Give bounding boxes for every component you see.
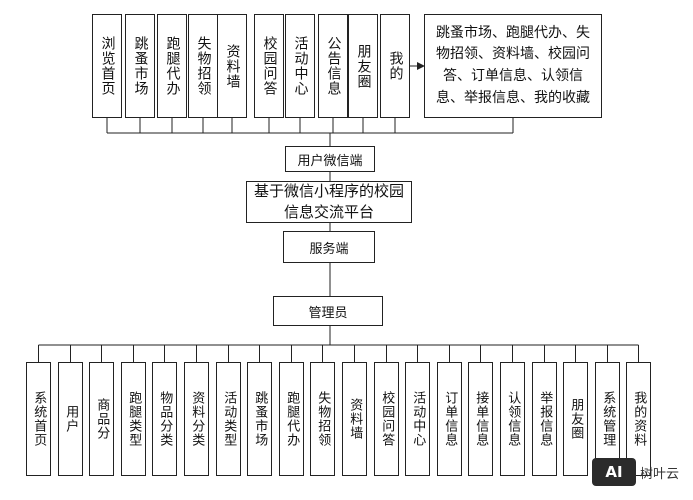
platform-title: 基于微信小程序的校园信息交流平台 bbox=[253, 182, 404, 221]
admin-module-13-box: 活动中心 bbox=[405, 362, 430, 476]
admin-module-16-box: 认领信息 bbox=[500, 362, 525, 476]
user-module-4-box: 失物招领 bbox=[188, 14, 218, 118]
admin-module-9-label: 跑腿代办 bbox=[284, 391, 300, 447]
admin-module-19-box: 系统管理 bbox=[595, 362, 620, 476]
admin-module-12-box: 校园问答 bbox=[374, 362, 399, 476]
admin-module-13-label: 活动中心 bbox=[410, 391, 426, 447]
admin-module-14-box: 订单信息 bbox=[437, 362, 462, 476]
admin-module-15-label: 接单信息 bbox=[473, 391, 489, 447]
admin-module-4-label: 跑腿类型 bbox=[126, 391, 142, 447]
user-client-box: 用户微信端 bbox=[285, 146, 375, 172]
admin-module-6-label: 资料分类 bbox=[189, 391, 205, 447]
admin-module-8-label: 跳蚤市场 bbox=[252, 391, 268, 447]
admin-module-2-box: 用户 bbox=[58, 362, 83, 476]
admin-module-5-box: 物品分类 bbox=[152, 362, 177, 476]
my-submodules-text: 跳蚤市场、跑腿代办、失物招领、资料墙、校园问答、订单信息、认领信息、举报信息、我… bbox=[436, 24, 590, 106]
admin-module-2-label: 用户 bbox=[63, 405, 79, 433]
admin-module-16-label: 认领信息 bbox=[505, 391, 521, 447]
server-label: 服务端 bbox=[309, 241, 349, 257]
watermark-text: 树叶云 bbox=[640, 466, 680, 482]
admin-module-4-box: 跑腿类型 bbox=[121, 362, 146, 476]
admin-box: 管理员 bbox=[273, 296, 383, 326]
user-module-8-label: 公告信息 bbox=[325, 36, 342, 96]
admin-module-10-label: 失物招领 bbox=[315, 391, 331, 447]
admin-module-11-box: 资料墙 bbox=[342, 362, 367, 476]
admin-module-20-box: 我的资料 bbox=[626, 362, 651, 476]
platform-title-box: 基于微信小程序的校园信息交流平台 bbox=[246, 181, 412, 223]
admin-module-6-box: 资料分类 bbox=[184, 362, 209, 476]
user-module-6-box: 校园问答 bbox=[254, 14, 284, 118]
user-module-8-box: 公告信息 bbox=[318, 14, 348, 118]
admin-module-7-box: 活动类型 bbox=[216, 362, 241, 476]
admin-module-5-label: 物品分类 bbox=[157, 391, 173, 447]
user-module-7-box: 活动中心 bbox=[285, 14, 315, 118]
user-client-label: 用户微信端 bbox=[297, 153, 363, 169]
user-module-10-box: 我的 bbox=[380, 14, 410, 118]
server-box: 服务端 bbox=[283, 231, 375, 263]
admin-module-15-box: 接单信息 bbox=[468, 362, 493, 476]
admin-module-9-box: 跑腿代办 bbox=[279, 362, 304, 476]
user-module-3-box: 跑腿代办 bbox=[157, 14, 187, 118]
user-module-9-label: 朋友圈 bbox=[355, 43, 372, 89]
user-module-4-label: 失物招领 bbox=[195, 36, 212, 96]
user-module-1-box: 浏览首页 bbox=[92, 14, 122, 118]
user-module-5-box: 资料墙 bbox=[217, 14, 247, 118]
user-module-1-label: 浏览首页 bbox=[99, 36, 116, 96]
admin-label: 管理员 bbox=[308, 305, 348, 321]
admin-module-3-box: 商品分 bbox=[89, 362, 114, 476]
my-submodules-box: 跳蚤市场、跑腿代办、失物招领、资料墙、校园问答、订单信息、认领信息、举报信息、我… bbox=[424, 14, 602, 118]
admin-module-10-box: 失物招领 bbox=[310, 362, 335, 476]
user-module-10-label: 我的 bbox=[387, 51, 404, 81]
admin-module-1-box: 系统首页 bbox=[26, 362, 51, 476]
user-module-2-box: 跳蚤市场 bbox=[125, 14, 155, 118]
admin-module-17-label: 举报信息 bbox=[537, 391, 553, 447]
admin-module-14-label: 订单信息 bbox=[442, 391, 458, 447]
admin-module-8-box: 跳蚤市场 bbox=[247, 362, 272, 476]
admin-module-7-label: 活动类型 bbox=[221, 391, 237, 447]
admin-module-18-label: 朋友圈 bbox=[568, 398, 584, 440]
user-module-9-box: 朋友圈 bbox=[348, 14, 378, 118]
user-module-2-label: 跳蚤市场 bbox=[132, 36, 149, 96]
admin-module-17-box: 举报信息 bbox=[532, 362, 557, 476]
user-module-3-label: 跑腿代办 bbox=[164, 36, 181, 96]
admin-module-19-label: 系统管理 bbox=[600, 391, 616, 447]
user-module-5-label: 资料墙 bbox=[224, 43, 241, 89]
admin-module-20-label: 我的资料 bbox=[631, 391, 647, 447]
watermark-logo: AI bbox=[592, 458, 636, 486]
watermark: AI 树叶云 bbox=[592, 455, 692, 489]
user-module-6-label: 校园问答 bbox=[261, 36, 278, 96]
admin-module-18-box: 朋友圈 bbox=[563, 362, 588, 476]
admin-module-1-label: 系统首页 bbox=[31, 391, 47, 447]
admin-module-3-label: 商品分 bbox=[94, 398, 110, 440]
user-module-7-label: 活动中心 bbox=[292, 36, 309, 96]
admin-module-12-label: 校园问答 bbox=[379, 391, 395, 447]
admin-module-11-label: 资料墙 bbox=[347, 398, 363, 440]
